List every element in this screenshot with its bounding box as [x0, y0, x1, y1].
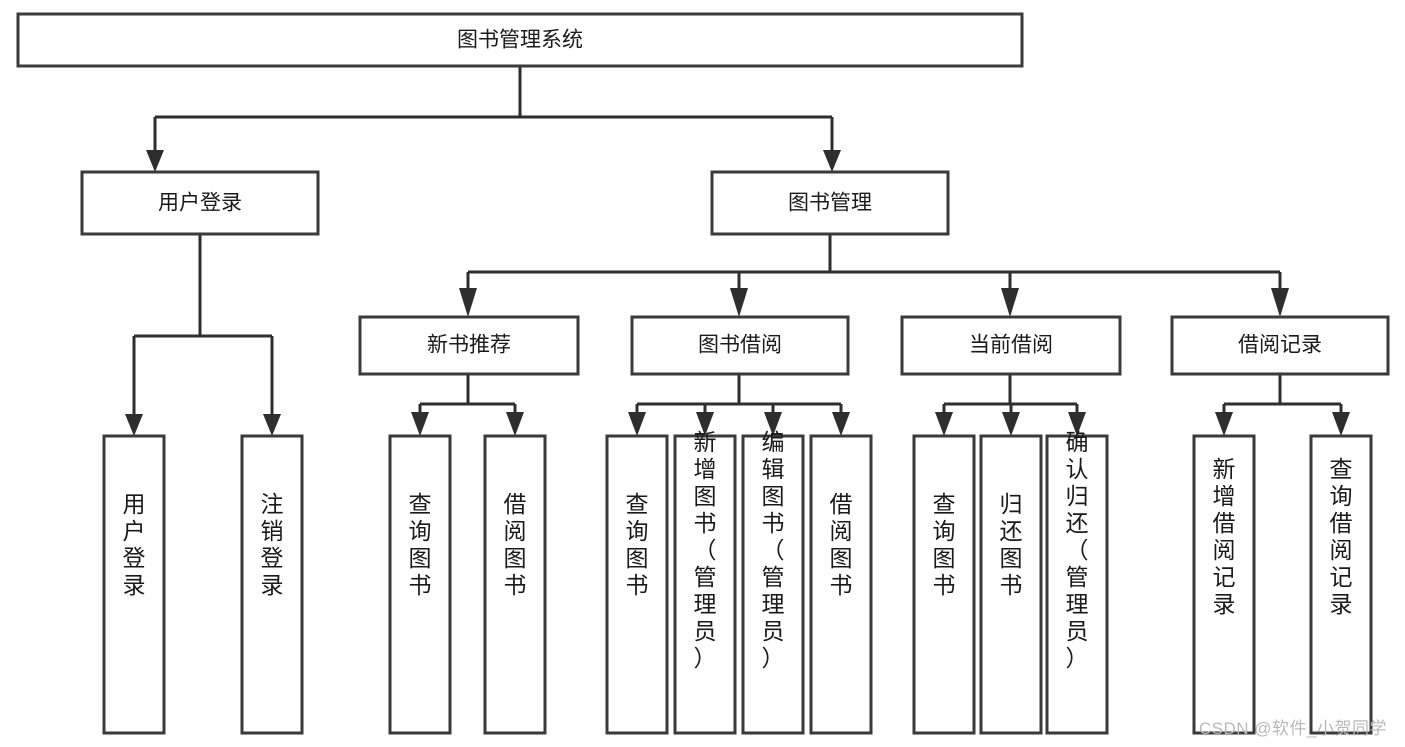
node-root[interactable]: 图书管理系统	[16, 12, 1024, 68]
leaf-current-borrow-1[interactable]: 查询图书	[912, 434, 976, 735]
leaf-current-borrow-2-label: 归还图书	[1000, 491, 1023, 598]
leaf-book-borrow-3-box[interactable]	[741, 434, 805, 735]
arrow-head-borrow-record-leaf-2	[1332, 412, 1350, 436]
leaf-new-book-2-label: 借阅图书	[504, 491, 527, 598]
connector-group-user-login	[125, 234, 281, 436]
csdn-watermark: CSDN @软件_小贺同学	[1198, 719, 1387, 738]
connector-group-book-mgmt	[459, 234, 1289, 317]
connector-group-root	[146, 66, 841, 172]
node-book-management[interactable]: 图书管理	[710, 170, 950, 236]
leaf-book-borrow-1[interactable]: 查询图书	[605, 434, 669, 735]
node-book-management-label: 图书管理	[788, 192, 872, 215]
leaf-new-book-2[interactable]: 借阅图书	[483, 434, 547, 735]
leaf-current-borrow-3-label: 确认归还（管理员）	[1066, 429, 1089, 671]
arrow-head-book-borrow-leaf-3	[764, 412, 782, 436]
arrow-head-borrow-record	[1271, 288, 1289, 317]
arrow-head-new-book-recommend	[459, 288, 477, 317]
leaf-user-login-2-box[interactable]	[240, 434, 304, 735]
leaf-current-borrow-3-box[interactable]	[1045, 434, 1109, 735]
leaf-current-borrow-1-box[interactable]	[912, 434, 976, 735]
leaf-new-book-2-box[interactable]	[483, 434, 547, 735]
leaf-user-login-2-label: 注销登录	[261, 491, 284, 598]
leaf-book-borrow-4[interactable]: 借阅图书	[809, 434, 873, 735]
arrow-head-new-book-leaf-1	[411, 412, 429, 436]
node-book-management-box[interactable]	[710, 170, 950, 236]
arrow-head-book-mgmt	[823, 150, 841, 172]
node-current-borrow[interactable]: 当前借阅	[900, 315, 1122, 376]
node-user-login-box[interactable]	[80, 170, 320, 236]
leaf-user-login-2[interactable]: 注销登录	[240, 434, 304, 735]
node-borrow-record-label: 借阅记录	[1238, 334, 1322, 357]
arrow-head-borrow-record-leaf-1	[1215, 412, 1233, 436]
leaf-borrow-record-2-box[interactable]	[1309, 434, 1373, 735]
arrow-head-user-login-leaf-1	[125, 414, 143, 436]
arrow-head-book-borrow-leaf-1	[628, 412, 646, 436]
arrow-head-new-book-leaf-2	[506, 412, 524, 436]
leaf-new-book-1-label: 查询图书	[409, 491, 432, 598]
node-book-borrow[interactable]: 图书借阅	[630, 315, 850, 376]
leaf-current-borrow-1-label: 查询图书	[933, 491, 956, 598]
node-new-book-recommend-box[interactable]	[358, 315, 580, 376]
leaf-borrow-record-1-box[interactable]	[1192, 434, 1256, 735]
connector-group-book-borrow	[628, 374, 850, 436]
leaf-book-borrow-2-box[interactable]	[673, 434, 737, 735]
arrow-head-current-borrow-leaf-1	[935, 412, 953, 436]
leaf-book-borrow-4-box[interactable]	[809, 434, 873, 735]
node-book-borrow-label: 图书借阅	[698, 334, 782, 357]
arrow-head-book-borrow	[730, 288, 748, 317]
arrow-head-current-borrow-leaf-3	[1068, 412, 1086, 436]
leaf-book-borrow-3-label: 编辑图书（管理员）	[762, 429, 785, 671]
arrow-head-book-borrow-leaf-4	[832, 412, 850, 436]
node-root-box[interactable]	[16, 12, 1024, 68]
leaf-book-borrow-2[interactable]: 新增图书（管理员）	[673, 429, 737, 735]
leaf-user-login-1-box[interactable]	[102, 434, 166, 735]
arrow-head-user-login	[146, 150, 164, 172]
node-user-login-label: 用户登录	[158, 192, 242, 215]
leaf-book-borrow-1-label: 查询图书	[626, 491, 649, 598]
leaf-book-borrow-1-box[interactable]	[605, 434, 669, 735]
leaf-current-borrow-2[interactable]: 归还图书	[979, 434, 1043, 735]
connector-group-current-borrow	[935, 374, 1086, 436]
leaf-current-borrow-2-box[interactable]	[979, 434, 1043, 735]
node-borrow-record-box[interactable]	[1170, 315, 1390, 376]
node-user-login[interactable]: 用户登录	[80, 170, 320, 236]
arrow-head-current-borrow	[1001, 288, 1019, 317]
node-borrow-record[interactable]: 借阅记录	[1170, 315, 1390, 376]
leaf-borrow-record-1-label: 新增借阅记录	[1213, 456, 1236, 617]
leaf-borrow-record-1[interactable]: 新增借阅记录	[1192, 434, 1256, 735]
node-root-label: 图书管理系统	[457, 29, 583, 52]
leaf-user-login-1-label: 用户登录	[123, 491, 146, 598]
leaf-new-book-1-box[interactable]	[388, 434, 452, 735]
leaf-borrow-record-2[interactable]: 查询借阅记录	[1309, 434, 1373, 735]
node-current-borrow-label: 当前借阅	[969, 334, 1053, 357]
connector-group-borrow-record	[1215, 374, 1350, 436]
leaf-current-borrow-3[interactable]: 确认归还（管理员）	[1045, 429, 1109, 735]
node-book-borrow-box[interactable]	[630, 315, 850, 376]
arrow-head-book-borrow-leaf-2	[696, 412, 714, 436]
leaf-new-book-1[interactable]: 查询图书	[388, 434, 452, 735]
arrow-head-current-borrow-leaf-2	[1002, 412, 1020, 436]
connector-group-new-book-recommend	[411, 374, 524, 436]
node-current-borrow-box[interactable]	[900, 315, 1122, 376]
leaf-book-borrow-2-label: 新增图书（管理员）	[694, 429, 717, 671]
leaf-user-login-1[interactable]: 用户登录	[102, 434, 166, 735]
leaf-book-borrow-3[interactable]: 编辑图书（管理员）	[741, 429, 805, 735]
leaf-borrow-record-2-label: 查询借阅记录	[1330, 456, 1353, 617]
leaf-book-borrow-4-label: 借阅图书	[830, 491, 853, 598]
node-new-book-recommend[interactable]: 新书推荐	[358, 315, 580, 376]
node-new-book-recommend-label: 新书推荐	[427, 334, 511, 357]
arrow-head-user-login-leaf-2	[263, 414, 281, 436]
